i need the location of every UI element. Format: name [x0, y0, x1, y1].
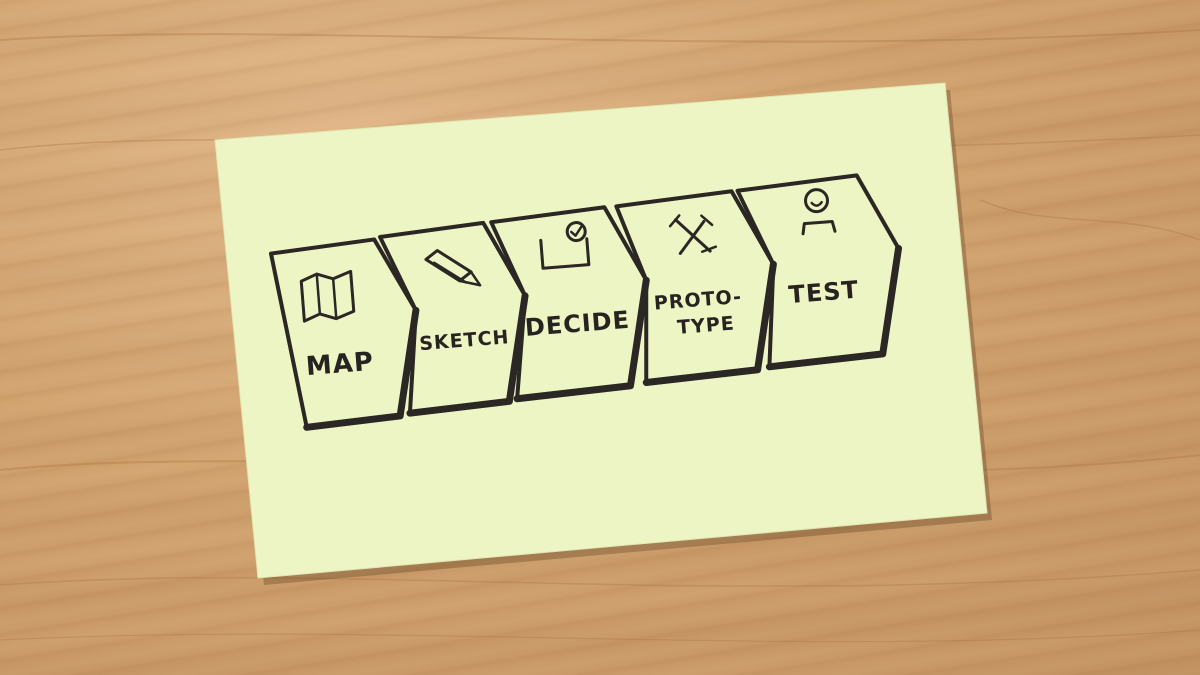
stage-prototype-label-line2: TYPE [676, 312, 735, 338]
stage-decide: DECIDE [489, 205, 650, 403]
stage-test: TEST [735, 173, 903, 371]
map-icon [299, 269, 356, 323]
stage-map-label: MAP [305, 347, 375, 382]
pencil-icon [424, 249, 482, 287]
checkbox-icon [539, 221, 591, 270]
user-icon [801, 188, 837, 236]
sticky-note [214, 82, 988, 579]
stage-test-label: TEST [788, 276, 860, 309]
stage-map: MAP [268, 237, 420, 431]
tools-icon [668, 214, 718, 255]
